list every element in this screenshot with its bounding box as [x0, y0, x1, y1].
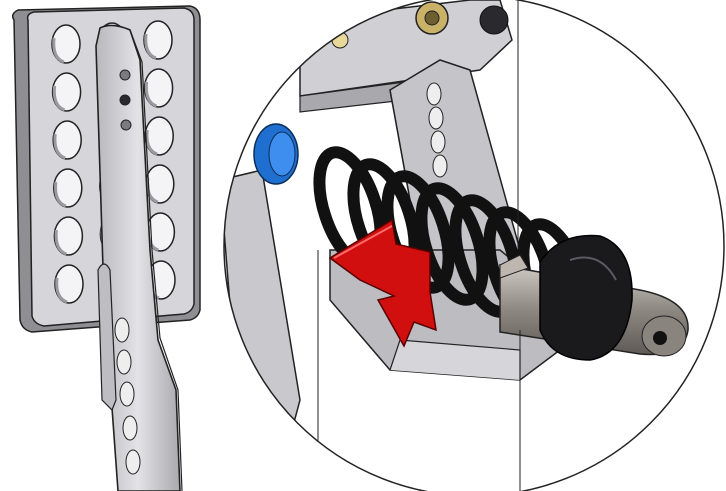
plate-hole-shadow [53, 133, 66, 160]
plate-hole-shadow [144, 81, 158, 108]
compression-arrow [328, 218, 437, 348]
arm-holes [119, 69, 132, 131]
pedal-arm-edge [129, 29, 183, 491]
pivot-pin [479, 5, 509, 35]
plate-hole [143, 20, 173, 60]
plate-hole [51, 72, 82, 112]
rod-end-hole [653, 331, 667, 345]
plate-hole [143, 68, 174, 108]
detail-circle [223, 0, 725, 491]
bracket-holes [426, 82, 448, 178]
plate-hole [54, 264, 84, 304]
plate-hole-shadow [52, 37, 65, 64]
plate-hole [144, 116, 174, 156]
plate-hole-shadow [145, 129, 158, 156]
plate-hole [53, 216, 84, 256]
plate-hole [51, 24, 81, 64]
pedal-overview [11, 5, 201, 491]
left-arm [224, 169, 301, 431]
plate-hole-shadow [52, 85, 66, 112]
plate-hole-shadow [54, 229, 67, 256]
spring-end-cap [539, 234, 633, 361]
plate-hole [52, 120, 82, 160]
lower-lug-holes [114, 317, 141, 475]
plate-hole-shadow [54, 181, 67, 208]
plate-hole-shadow [55, 277, 68, 304]
plate-hole [53, 168, 83, 208]
spring-damper-zoom-detail [223, 0, 725, 491]
plate-hole-shadow [144, 33, 157, 60]
pedal-arm-slot [97, 263, 117, 412]
pedal-arm [95, 24, 181, 491]
